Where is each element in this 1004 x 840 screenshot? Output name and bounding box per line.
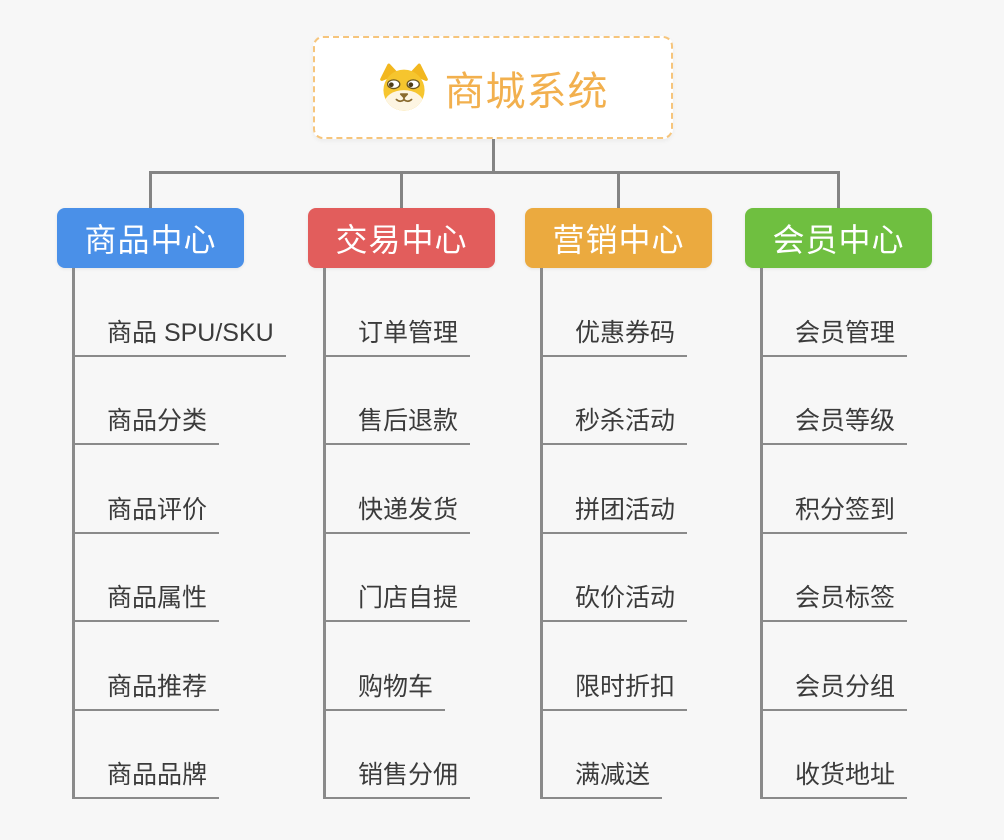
child-node[interactable]: 订单管理 [324,268,471,357]
branch-header-product-center[interactable]: 商品中心 [57,208,244,268]
child-node[interactable]: 商品分类 [73,357,220,445]
child-node[interactable]: 商品推荐 [73,622,220,711]
child-node[interactable]: 会员标签 [761,534,908,622]
connector-bus-line [149,171,839,174]
child-node[interactable]: 满减送 [541,711,663,799]
connector-drop-3 [617,171,620,208]
child-node[interactable]: 限时折扣 [541,622,688,711]
child-node[interactable]: 积分签到 [761,445,908,534]
connector-drop-1 [149,171,152,208]
child-node[interactable]: 商品 SPU/SKU [73,268,286,357]
child-node[interactable]: 收货地址 [761,711,908,799]
connector-drop-2 [400,171,403,208]
child-node[interactable]: 销售分佣 [324,711,471,799]
child-node[interactable]: 购物车 [324,622,446,711]
branch-children-member-center: 会员管理会员等级积分签到会员标签会员分组收货地址 [760,268,932,799]
child-node[interactable]: 会员管理 [761,268,908,357]
child-node[interactable]: 秒杀活动 [541,357,688,445]
branch-header-marketing-center[interactable]: 营销中心 [525,208,712,268]
branch-trade-center: 交易中心订单管理售后退款快递发货门店自提购物车销售分佣 [308,208,495,799]
child-node[interactable]: 售后退款 [324,357,471,445]
branch-children-marketing-center: 优惠券码秒杀活动拼团活动砍价活动限时折扣满减送 [540,268,712,799]
child-node[interactable]: 会员等级 [761,357,908,445]
branch-marketing-center: 营销中心优惠券码秒杀活动拼团活动砍价活动限时折扣满减送 [525,208,712,799]
child-node[interactable]: 商品属性 [73,534,220,622]
child-node[interactable]: 商品评价 [73,445,220,534]
branch-children-trade-center: 订单管理售后退款快递发货门店自提购物车销售分佣 [323,268,495,799]
child-node[interactable]: 拼团活动 [541,445,688,534]
root-node[interactable]: 商城系统 [313,36,673,139]
child-node[interactable]: 砍价活动 [541,534,688,622]
branch-header-trade-center[interactable]: 交易中心 [308,208,495,268]
dog-face-icon [379,63,428,111]
branch-member-center: 会员中心会员管理会员等级积分签到会员标签会员分组收货地址 [745,208,932,799]
connector-root-stub [492,139,495,173]
child-node[interactable]: 优惠券码 [541,268,688,357]
branch-header-member-center[interactable]: 会员中心 [745,208,932,268]
child-node[interactable]: 门店自提 [324,534,471,622]
child-node[interactable]: 会员分组 [761,622,908,711]
root-title: 商城系统 [444,69,609,114]
child-node[interactable]: 快递发货 [324,445,471,534]
connector-drop-4 [837,171,840,208]
child-node[interactable]: 商品品牌 [73,711,220,799]
